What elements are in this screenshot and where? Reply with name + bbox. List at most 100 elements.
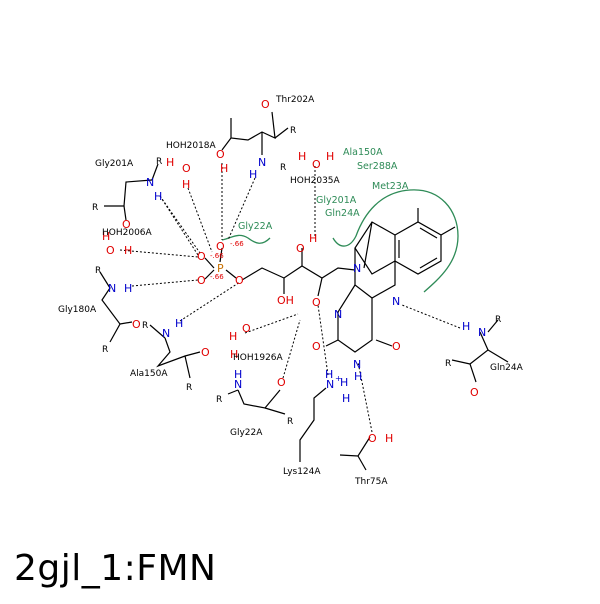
gln24a-bonds (469, 331, 489, 383)
ala150a-atom-n: N (162, 327, 170, 340)
gln24a-atom-o: O (470, 386, 479, 399)
thr75a-bonds (339, 436, 371, 457)
lys124a-atom-h2: H (340, 376, 348, 389)
svg-text:R: R (216, 395, 222, 405)
fmn-atom-n5: N (353, 262, 361, 275)
svg-text:R: R (186, 383, 192, 393)
lys124a-atom-h3: H (342, 392, 350, 405)
fmn-atom-n1: N (334, 308, 342, 321)
thr202a-atom-o: O (261, 98, 270, 111)
label-gly201a: Gly201A (95, 159, 134, 169)
thr75a-atom-hg: H (385, 432, 393, 445)
ala150a-atom-o: O (201, 346, 210, 359)
fmn-atom-h2p: H (309, 232, 317, 245)
gly22a-atom-n: N (234, 378, 242, 391)
gly201a-atom-o: O (122, 218, 131, 231)
hydrophobic-label-gly22a: Gly22A (238, 221, 273, 232)
hoh2018a-atom-h2: H (182, 178, 190, 191)
thr202a-atom-og: O (216, 148, 225, 161)
label-gly22a: Gly22A (230, 428, 263, 438)
hoh2035a-atom-o: O (312, 158, 321, 171)
svg-text:R: R (142, 321, 148, 331)
gly180a-atom-hn: H (124, 282, 132, 295)
charge-o-bot: -.66 (210, 273, 224, 281)
svg-text:R: R (92, 203, 98, 213)
hydrophobic-arc-right (332, 189, 459, 293)
svg-text:R: R (95, 266, 101, 276)
thr202a-atom-n: N (258, 156, 266, 169)
label-hoh2006a: HOH2006A (102, 228, 153, 238)
hydrophobic-label-met23a: Met23A (372, 181, 409, 192)
gly201a-bonds (104, 179, 153, 207)
thr202a-bonds (230, 111, 276, 141)
svg-text:R: R (445, 359, 451, 369)
hydrophobic-label-ser288a: Ser288A (357, 161, 398, 172)
gln24a-atom-n: N (478, 326, 486, 339)
lys124a-atom-nz: N (326, 378, 334, 391)
svg-text:R: R (287, 417, 293, 427)
thr202a-atom-hn: H (249, 168, 257, 181)
gly201a-atom-n: N (146, 176, 154, 189)
fmn-atom-o5p: O (235, 274, 244, 287)
ribityl-chain (241, 248, 356, 297)
hydrophobic-label-gly201a: Gly201A (316, 195, 357, 206)
fmn-atom-op1: O (216, 240, 225, 253)
label-gln24a: Gln24A (490, 363, 524, 373)
hydrophobic-label-ala150a: Ala150A (343, 147, 383, 158)
label-gly180a: Gly180A (58, 305, 97, 315)
hoh2006a-atom-o: O (106, 244, 115, 257)
fmn-atom-o2p: O (296, 242, 305, 255)
gly22a-bonds (237, 389, 281, 409)
charge-o-top: -.66 (230, 240, 244, 248)
fmn-atom-op2: O (197, 250, 206, 263)
fmn-atom-o4p: O (312, 296, 321, 309)
ala150a-atom-hn: H (175, 317, 183, 330)
phosphate-group (204, 247, 237, 280)
hoh2035a-atom-h1: H (298, 150, 306, 163)
fmn-atom-o3p: OH (277, 294, 294, 307)
hoh1926a-atom-h2: H (230, 348, 238, 361)
fmn-atom-n3: N (353, 358, 361, 371)
thr75a-atom-og: O (368, 432, 377, 445)
svg-text:R: R (280, 163, 286, 173)
gln24a-atom-hn: H (462, 320, 470, 333)
hoh2006a-atom-h1: H (102, 230, 110, 243)
label-thr75a: Thr75A (354, 477, 388, 487)
svg-text:R: R (495, 315, 501, 325)
hydrophobic-arc-gly22a (221, 234, 271, 244)
gly22a-atom-hn: H (234, 368, 242, 381)
gly180a-atom-n: N (108, 282, 116, 295)
fmn-atom-o4: O (392, 340, 401, 353)
gly22a-atom-o: O (277, 376, 286, 389)
svg-text:R: R (290, 126, 296, 136)
lys124a-atom-h1: H (325, 368, 333, 381)
hoh1926a-atom-o: O (242, 322, 251, 335)
hoh2018a-atom-o: O (182, 162, 191, 175)
svg-text:R: R (102, 345, 108, 355)
fmn-atom-h3: H (354, 370, 362, 383)
hoh1926a-atom-h1: H (229, 330, 237, 343)
fmn-ring-system (325, 208, 456, 353)
gly201a-atom-hn: H (154, 190, 162, 203)
ala150a-bonds (156, 337, 201, 368)
label-hoh2018a: HOH2018A (166, 141, 217, 151)
label-ala150a: Ala150A (130, 369, 168, 379)
fmn-atom-o2: O (312, 340, 321, 353)
fmn-atom-op3: O (197, 274, 206, 287)
lys124a-bonds (299, 387, 327, 462)
svg-text:R: R (156, 157, 162, 167)
gly180a-atom-o: O (132, 318, 141, 331)
label-hoh1926a: HOH1926A (233, 353, 284, 363)
fmn-atom-n10: N (392, 295, 400, 308)
gly180a-bonds (99, 271, 121, 343)
lys124a-charge: + (335, 374, 342, 383)
fmn-atom-p: P (217, 262, 224, 275)
hoh2035a-atom-h2: H (326, 150, 334, 163)
label-thr202a: Thr202A (275, 95, 315, 105)
thr202a-atom-hg: H (220, 162, 228, 175)
label-hoh2035a: HOH2035A (290, 176, 341, 186)
hydrophobic-label-gln24a: Gln24A (325, 208, 360, 219)
hbond-lines (119, 163, 461, 433)
charge-o-mid: -.66 (210, 252, 224, 260)
